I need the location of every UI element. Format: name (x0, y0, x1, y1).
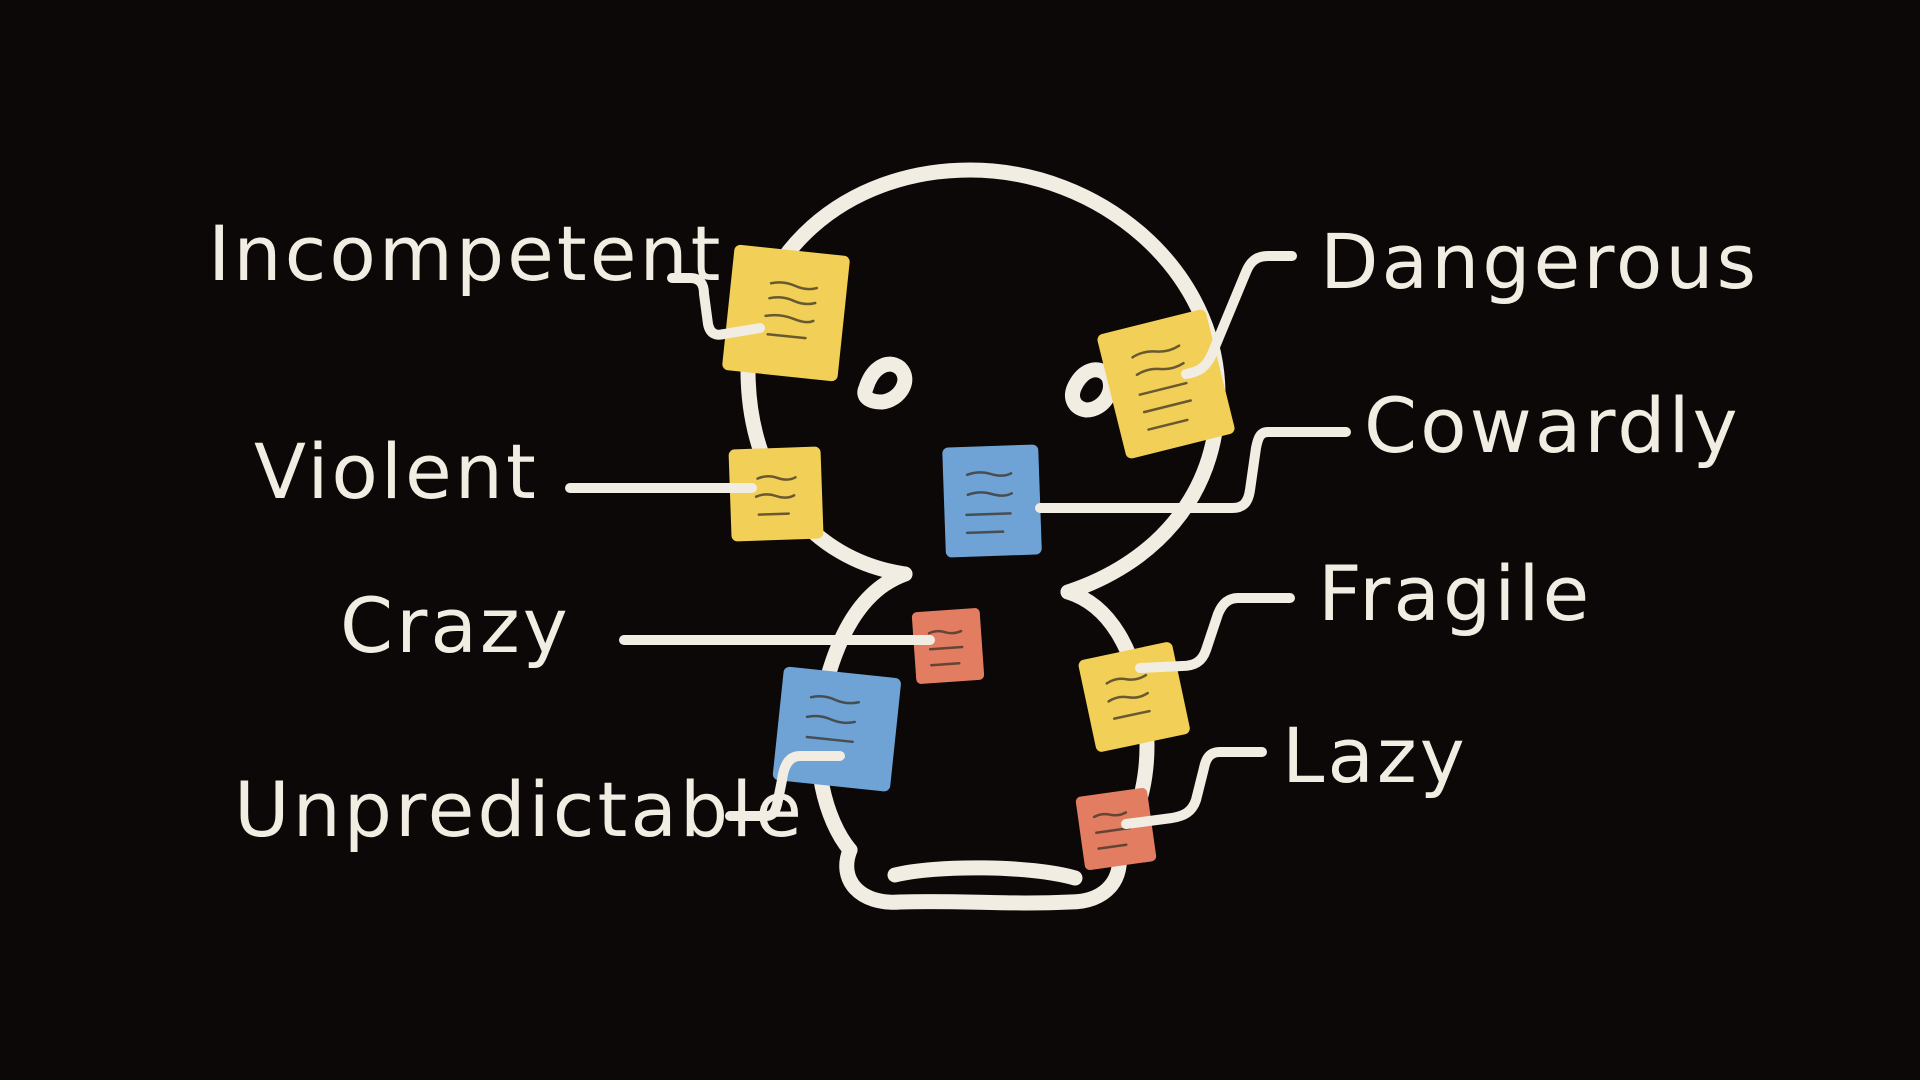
sticky-note-cowardly (942, 444, 1042, 558)
sticky-note-crazy (911, 608, 985, 684)
label-fragile: Fragile (1318, 549, 1592, 638)
label-crazy: Crazy (340, 581, 571, 670)
leader-fragile (1135, 593, 1295, 673)
label-incompetent: Incompetent (208, 209, 723, 298)
label-lazy: Lazy (1282, 711, 1468, 800)
leader-cowardly (1035, 427, 1351, 513)
sticky-note-incompetent (722, 244, 850, 382)
sticky-note-lazy (1075, 787, 1157, 871)
figure-feet (839, 840, 1127, 911)
leader-incompetent (667, 273, 765, 340)
sticky-note-fragile (1078, 642, 1190, 752)
label-dangerous: Dangerous (1320, 217, 1759, 306)
label-cowardly: Cowardly (1364, 381, 1741, 470)
leader-lines (565, 251, 1351, 829)
figure-left-eye (857, 356, 913, 410)
sticky-note-dangerous (1097, 309, 1235, 459)
leader-unpredictable (725, 751, 845, 821)
label-violent: Violent (254, 427, 539, 516)
leader-lazy (1121, 747, 1267, 829)
labels: Incompetent Violent Crazy Unpredictable … (208, 209, 1759, 854)
leader-dangerous (1181, 251, 1297, 379)
figure-right-eye (1065, 362, 1118, 418)
sticky-note-violent (728, 446, 824, 542)
figure-leg-gap (887, 860, 1083, 886)
label-unpredictable: Unpredictable (234, 765, 805, 854)
